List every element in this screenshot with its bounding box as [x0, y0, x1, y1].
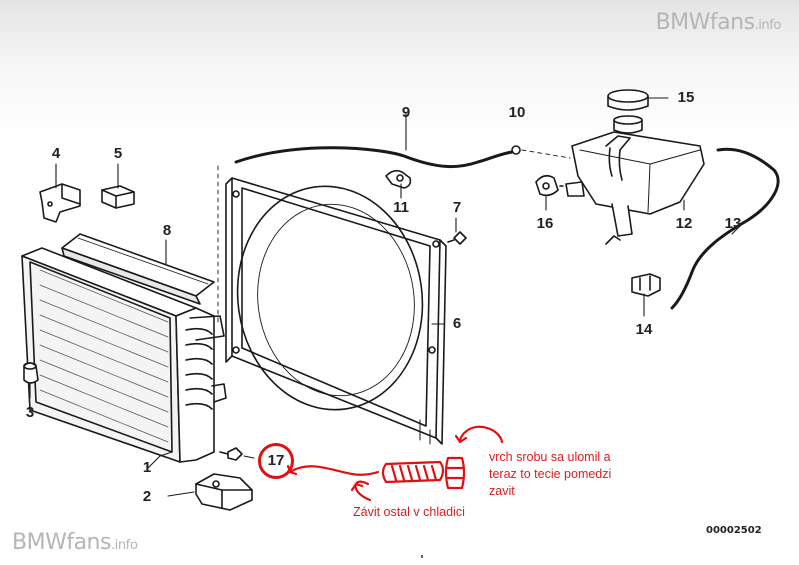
part-number-8: 8 [162, 222, 172, 239]
fan-shroud-drawing [217, 165, 447, 445]
part-number-4: 4 [51, 145, 61, 162]
overflow-hose-drawing [670, 147, 780, 310]
tank-cap-drawing [607, 89, 649, 134]
part-number-15: 15 [677, 89, 695, 106]
annotation-thread-left: Závit ostal v chladici [353, 505, 465, 519]
repair-annotations [286, 425, 504, 502]
part-number-5: 5 [113, 145, 123, 162]
vent-hose-drawing [234, 146, 514, 169]
watermark-top-name: BMWfans [655, 10, 755, 35]
part-number-10: 10 [508, 104, 526, 121]
part-number-12: 12 [675, 215, 693, 232]
annotation-broken-bolt: vrch srobu sa ulomil a teraz to tecie po… [489, 450, 612, 498]
hose-clip-drawing [385, 169, 412, 189]
part-number-7: 7 [452, 199, 462, 216]
part-number-14: 14 [635, 321, 653, 338]
watermark-top-suffix: .info [754, 18, 782, 33]
clip-14-drawing [631, 273, 661, 297]
part-number-3: 3 [25, 404, 35, 421]
part-number-9: 9 [401, 104, 411, 121]
watermark-top: BMWfans.info [655, 10, 782, 35]
watermark-bottom-name: BMWfans [12, 530, 111, 555]
part-number-2: 2 [142, 488, 152, 505]
arrow-to-thread [288, 465, 380, 476]
diagram-reference-code: 00002502 [706, 525, 762, 536]
watermark-bottom: BMWfans.info [12, 530, 138, 555]
part-number-17-highlight: 17 [258, 443, 294, 479]
drain-plug-17-drawing [219, 447, 243, 461]
part-number-16: 16 [536, 215, 554, 232]
fitting-drawing [511, 145, 571, 159]
label-leader-lines [29, 97, 739, 497]
lower-mount-2-drawing [195, 473, 253, 511]
arrow-from-note-broken [458, 425, 504, 444]
grommet-3-drawing [23, 362, 39, 384]
part-number-1: 1 [142, 459, 152, 476]
broken-thread-sketch [381, 456, 466, 490]
rubber-mount-5-drawing [101, 185, 135, 209]
upper-air-duct-drawing [61, 233, 215, 305]
level-sensor-drawing [535, 174, 567, 197]
part-number-13: 13 [724, 215, 742, 232]
watermark-bottom-suffix: .info [110, 538, 138, 553]
part-number-11: 11 [393, 199, 409, 216]
expansion-tank-drawing [565, 131, 705, 245]
part-number-6: 6 [452, 315, 462, 332]
screw-7-drawing [447, 231, 467, 245]
bracket-4-drawing [39, 183, 81, 223]
